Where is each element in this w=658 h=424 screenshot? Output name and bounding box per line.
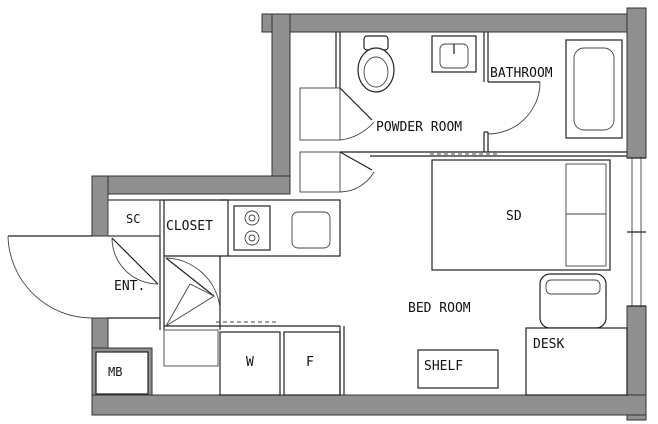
label-closet: CLOSET (166, 219, 213, 234)
label-shelf: SHELF (424, 359, 463, 374)
stove-icon (233, 205, 271, 251)
basin-icon (431, 35, 477, 73)
label-bed-room: BED ROOM (408, 301, 471, 316)
label-w: W (246, 355, 254, 370)
doors (7, 81, 541, 327)
bathtub-icon (565, 39, 623, 139)
fixtures (95, 35, 628, 396)
chair-icon (539, 273, 607, 329)
label-entrance: ENT. (114, 279, 145, 294)
bed-icon (431, 159, 611, 271)
label-desk: DESK (533, 337, 564, 352)
label-sd: SD (506, 209, 522, 224)
washer-icon (219, 331, 281, 396)
label-powder-room: POWDER ROOM (376, 120, 462, 135)
shelf-icon (417, 349, 499, 389)
desk-icon (525, 327, 628, 396)
toilet-icon (357, 35, 395, 93)
label-f: F (306, 355, 314, 370)
label-bathroom: BATHROOM (490, 66, 553, 81)
kitchen-sink-icon (291, 211, 331, 249)
label-sc: SC (126, 212, 140, 226)
labels: BATHROOM POWDER ROOM SD CLOSET SC ENT. B… (108, 66, 564, 379)
label-mb: MB (108, 365, 122, 379)
